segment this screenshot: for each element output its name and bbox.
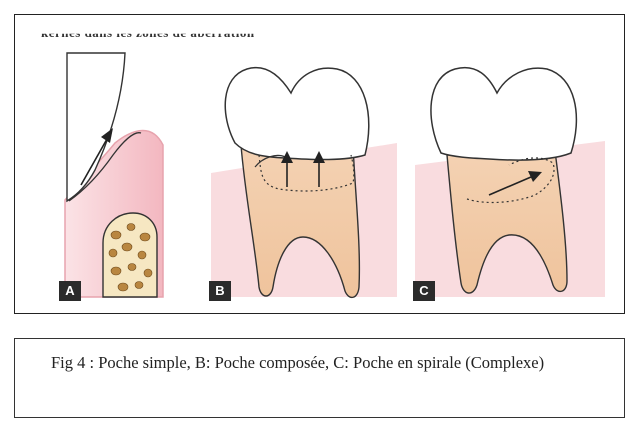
- panel-a-bone-spots: [108, 223, 153, 292]
- panel-b-crown: [224, 66, 370, 161]
- caption-box: Fig 4 : Poche simple, B: Poche composée,…: [14, 338, 625, 418]
- periodontal-pocket-illustration: [64, 52, 605, 298]
- panel-c-label: C: [413, 281, 435, 301]
- panel-b-arrowhead-2: [313, 151, 325, 163]
- figure-frame: kernes dans les zones de aberration: [14, 14, 625, 314]
- panel-c-pocket-outline: [466, 157, 555, 204]
- panel-b-label: B: [209, 281, 231, 301]
- panel-c-root: [446, 150, 568, 294]
- panel-b-arrowhead-1: [281, 151, 293, 163]
- cut-header-text: kernes dans les zones de aberration: [41, 25, 255, 40]
- panel-c-drawing: [415, 66, 605, 297]
- panel-b-furcation-line: [254, 154, 286, 168]
- panel-a-arrowhead: [101, 128, 113, 143]
- panel-a-drawing: [64, 52, 164, 298]
- panel-b-drawing: [211, 66, 397, 298]
- panel-c-arrow: [488, 176, 532, 196]
- panel-a-tooth: [66, 52, 126, 203]
- figure-caption: Fig 4 : Poche simple, B: Poche composée,…: [51, 353, 545, 372]
- panel-b-root: [240, 144, 361, 298]
- panel-c-arrowhead: [528, 171, 542, 182]
- panel-a-label: A: [59, 281, 81, 301]
- panel-a-pocket-line: [68, 132, 142, 202]
- panel-c-crown: [430, 66, 578, 161]
- panel-a-arrow: [80, 138, 108, 186]
